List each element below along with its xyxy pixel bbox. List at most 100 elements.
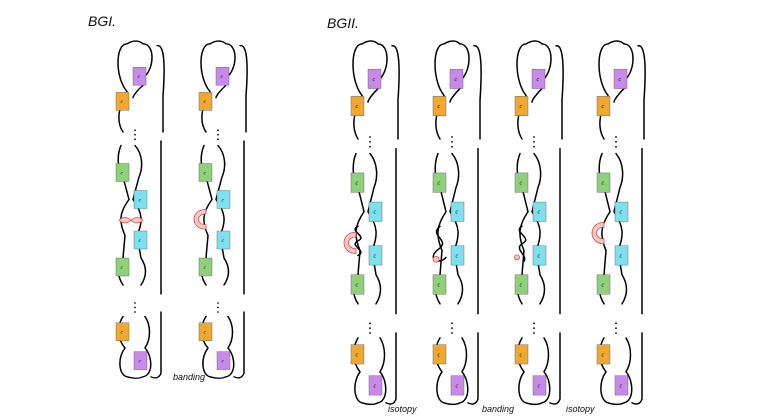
box-orange-top-label: c	[602, 104, 605, 110]
strand	[517, 337, 551, 406]
box-green-mid-label: c	[121, 171, 124, 177]
box-purple-top-label: c	[455, 77, 458, 83]
ellipsis-dot	[533, 332, 535, 334]
band-twist	[343, 231, 357, 254]
box-cyan-mid2	[450, 245, 465, 266]
ellipsis-dot	[134, 129, 136, 132]
box-cyan-mid	[133, 190, 148, 209]
ellipsis-dot	[134, 311, 136, 313]
box-orange-bottom-label: c	[520, 352, 523, 358]
box-green-low-label: c	[356, 283, 359, 289]
box-cyan-mid-label: c	[374, 210, 377, 216]
box-orange-bottom	[596, 344, 611, 365]
ellipsis-dot	[615, 332, 617, 334]
box-green-mid	[432, 172, 447, 193]
box-green-mid-label: c	[602, 181, 605, 187]
ellipsis-dot	[451, 322, 453, 325]
ellipsis-dot	[533, 136, 535, 138]
box-green-low	[432, 274, 447, 295]
box-purple-bottom-label: c	[620, 383, 623, 389]
box-green-low-label: c	[204, 265, 207, 271]
box-green-low	[514, 274, 529, 295]
ellipsis-dot	[369, 141, 371, 143]
strand	[525, 40, 543, 45]
strand	[118, 315, 152, 379]
ellipsis-dot	[615, 322, 617, 325]
ellipsis-dot	[134, 138, 136, 141]
box-cyan-mid-label: c	[222, 198, 225, 204]
box-orange-top	[432, 96, 447, 116]
box-purple-top	[531, 68, 546, 89]
ellipsis-dot	[217, 306, 219, 309]
strand	[209, 40, 227, 45]
box-purple-bottom	[614, 375, 629, 396]
box-orange-top-label: c	[438, 104, 441, 110]
box-cyan-mid2	[614, 245, 629, 266]
box-green-low-label: c	[121, 265, 124, 271]
strand	[200, 43, 211, 133]
box-orange-top	[198, 92, 213, 111]
strand	[132, 144, 147, 286]
box-cyan-mid2-label: c	[222, 238, 225, 244]
ellipsis-dot	[451, 141, 453, 143]
box-green-low-label: c	[520, 283, 523, 289]
strand	[531, 152, 546, 305]
box-orange-top-label: c	[520, 104, 523, 110]
strand	[631, 332, 643, 405]
box-orange-top	[350, 96, 365, 116]
box-orange-top	[115, 92, 130, 111]
ellipsis-dot	[217, 133, 219, 136]
ellipsis-dot	[134, 306, 136, 309]
box-cyan-mid-label: c	[620, 210, 623, 216]
strand	[361, 40, 379, 45]
box-purple-bottom	[216, 351, 231, 370]
strand	[239, 44, 248, 133]
box-cyan-mid2	[368, 245, 383, 266]
box-purple-bottom-label: c	[222, 359, 225, 365]
box-cyan-mid-label: c	[456, 210, 459, 216]
strand	[435, 337, 469, 406]
ellipsis-dot	[451, 327, 453, 330]
ellipsis-dot	[533, 322, 535, 325]
strand	[352, 43, 363, 140]
box-cyan-mid2-label: c	[139, 238, 142, 244]
box-purple-top	[367, 68, 382, 89]
box-cyan-mid-label: c	[139, 198, 142, 204]
step-label-banding-bgii: banding	[482, 404, 514, 414]
strand	[201, 315, 235, 379]
box-orange-top	[596, 96, 611, 116]
box-purple-bottom	[133, 351, 148, 370]
ellipsis-dot	[533, 145, 535, 148]
box-green-mid	[596, 172, 611, 193]
strand	[353, 337, 387, 406]
ellipsis-dot	[369, 332, 371, 334]
strand	[385, 332, 397, 405]
strand	[117, 43, 128, 133]
box-orange-bottom	[514, 344, 529, 365]
strand	[449, 152, 464, 305]
box-green-low	[596, 274, 611, 295]
section-title-bgii: BGII.	[327, 15, 359, 31]
box-orange-bottom-label: c	[204, 330, 207, 336]
strand	[367, 152, 382, 305]
band-arc	[591, 222, 605, 245]
box-purple-bottom	[532, 375, 547, 396]
box-purple-bottom-label: c	[139, 359, 142, 365]
strand	[549, 332, 561, 405]
box-purple-bottom-label: c	[456, 383, 459, 389]
box-purple-bottom-label: c	[538, 383, 541, 389]
strand	[607, 40, 625, 45]
box-cyan-mid2	[216, 230, 231, 250]
box-orange-top-label: c	[121, 99, 124, 105]
strand	[391, 45, 400, 140]
ellipsis-dot	[615, 327, 617, 330]
box-orange-bottom	[350, 344, 365, 365]
ellipsis-dot	[533, 327, 535, 330]
box-orange-bottom-label: c	[121, 330, 124, 336]
box-orange-top-label: c	[204, 99, 207, 105]
strand	[150, 311, 162, 379]
section-title-bgi: BGI.	[88, 13, 116, 29]
box-orange-top-label: c	[356, 104, 359, 110]
